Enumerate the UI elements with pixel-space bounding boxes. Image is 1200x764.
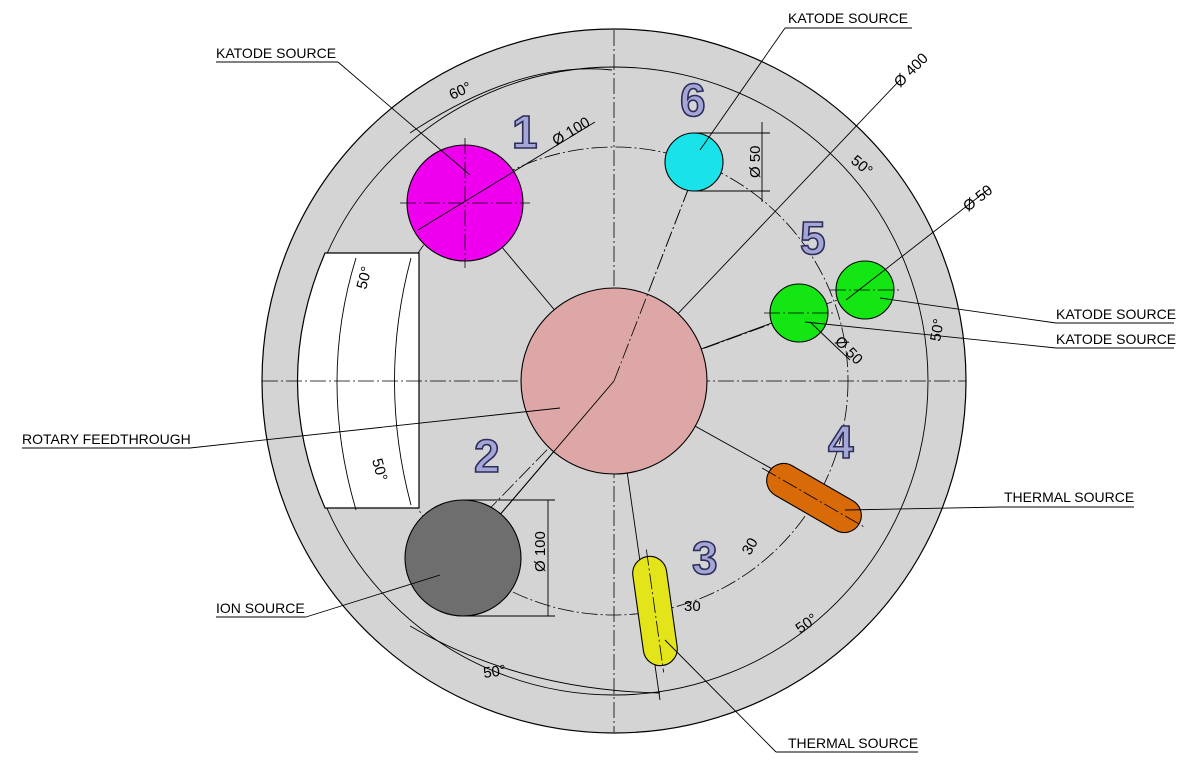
dim-angle-50-window-bottom: 50° — [368, 457, 390, 483]
position-number-3: 3 — [692, 532, 718, 584]
dim-length-30-orange: 30 — [739, 535, 762, 558]
position-number-2: 2 — [474, 430, 500, 482]
label-katode-source-6: KATODE SOURCE — [788, 10, 908, 26]
dim-diameter-50-cyan: Ø 50 — [747, 145, 764, 178]
leader-katode-6b — [699, 27, 786, 151]
dim-angle-50-bottom: 50° — [482, 662, 507, 682]
label-katode-source-1: KATODE SOURCE — [216, 45, 336, 61]
source-5a-dim-line — [809, 321, 851, 361]
angle-arc-60 — [409, 68, 613, 134]
dim-angle-50-window-top: 50° — [353, 265, 375, 291]
label-thermal-source-4: THERMAL SOURCE — [1004, 489, 1134, 505]
position-number-1: 1 — [512, 106, 538, 158]
leader-thermal-4b — [844, 506, 1003, 511]
leader-ion-b — [305, 574, 441, 618]
source-1-dia-line — [417, 121, 596, 231]
label-katode-source-5a: KATODE SOURCE — [1056, 306, 1176, 322]
leader-katode-5b-b — [804, 321, 1057, 349]
source-2-ion — [404, 499, 522, 617]
dim-diameter-100-side: Ø 100 — [532, 531, 549, 572]
source-5b-dim-line — [845, 187, 991, 301]
position-number-4: 4 — [828, 416, 854, 468]
label-katode-source-5b: KATODE SOURCE — [1056, 331, 1176, 347]
position-number-6: 6 — [680, 74, 706, 126]
label-rotary-feedthrough: ROTARY FEEDTHROUGH — [22, 431, 191, 447]
window-angle-arc — [336, 257, 357, 511]
leader-thermal-3b — [664, 639, 777, 753]
source-6-katode — [664, 132, 724, 192]
leader-katode-5a-b — [879, 297, 1057, 324]
position-number-5: 5 — [800, 212, 826, 264]
leader-rotary-b — [189, 407, 561, 449]
label-ion-source: ION SOURCE — [216, 600, 305, 616]
dim-length-30-yellow: 30 — [684, 598, 701, 615]
dim-diameter-400: Ø 400 — [891, 50, 932, 91]
label-thermal-source-3: THERMAL SOURCE — [788, 735, 918, 751]
viewport-window — [296, 252, 420, 509]
dim-diameter-50-green-top: Ø 50 — [960, 182, 996, 215]
dim-angle-50-right: 50° — [927, 317, 948, 342]
leader-katode-1b — [337, 61, 471, 176]
source-4-thermal — [761, 462, 867, 534]
source-3-thermal — [632, 549, 678, 673]
angle-arc-bottom — [409, 625, 661, 694]
